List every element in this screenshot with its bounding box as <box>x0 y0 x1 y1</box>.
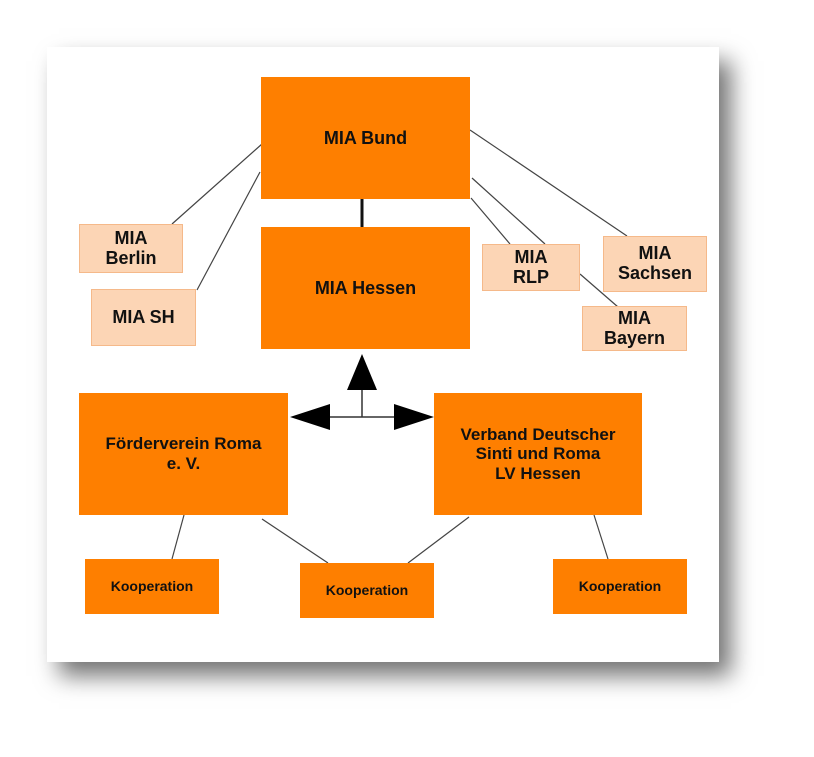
line-foerder-koop2 <box>261 518 329 564</box>
node-mia-bund: MIA Bund <box>261 77 470 199</box>
node-foerderverein: Förderverein Roma e. V. <box>79 393 288 515</box>
node-verband: Verband Deutscher Sinti und Roma LV Hess… <box>434 393 642 515</box>
line-foerder-koop1 <box>171 514 185 560</box>
line-bund-berlin <box>171 143 263 225</box>
node-mia-sachsen: MIA Sachsen <box>603 236 707 292</box>
line-verband-koop3 <box>593 514 609 560</box>
arrow-left-icon <box>290 404 330 430</box>
line-verband-koop2 <box>407 516 470 564</box>
line-bund-sh <box>196 171 261 291</box>
line-bund-rlp-2 <box>470 197 511 245</box>
line-rlp-bayern <box>579 273 619 308</box>
node-mia-bayern: MIA Bayern <box>582 306 687 351</box>
node-kooperation-3: Kooperation <box>553 559 687 614</box>
node-mia-berlin: MIA Berlin <box>79 224 183 273</box>
node-mia-rlp: MIA RLP <box>482 244 580 291</box>
node-kooperation-2: Kooperation <box>300 563 434 618</box>
node-mia-hessen: MIA Hessen <box>261 227 470 349</box>
line-bund-sachsen <box>469 129 628 237</box>
arrow-up-icon <box>347 354 377 390</box>
node-kooperation-1: Kooperation <box>85 559 219 614</box>
line-bund-rlp-1 <box>471 177 546 245</box>
node-mia-sh: MIA SH <box>91 289 196 346</box>
arrow-right-icon <box>394 404 434 430</box>
